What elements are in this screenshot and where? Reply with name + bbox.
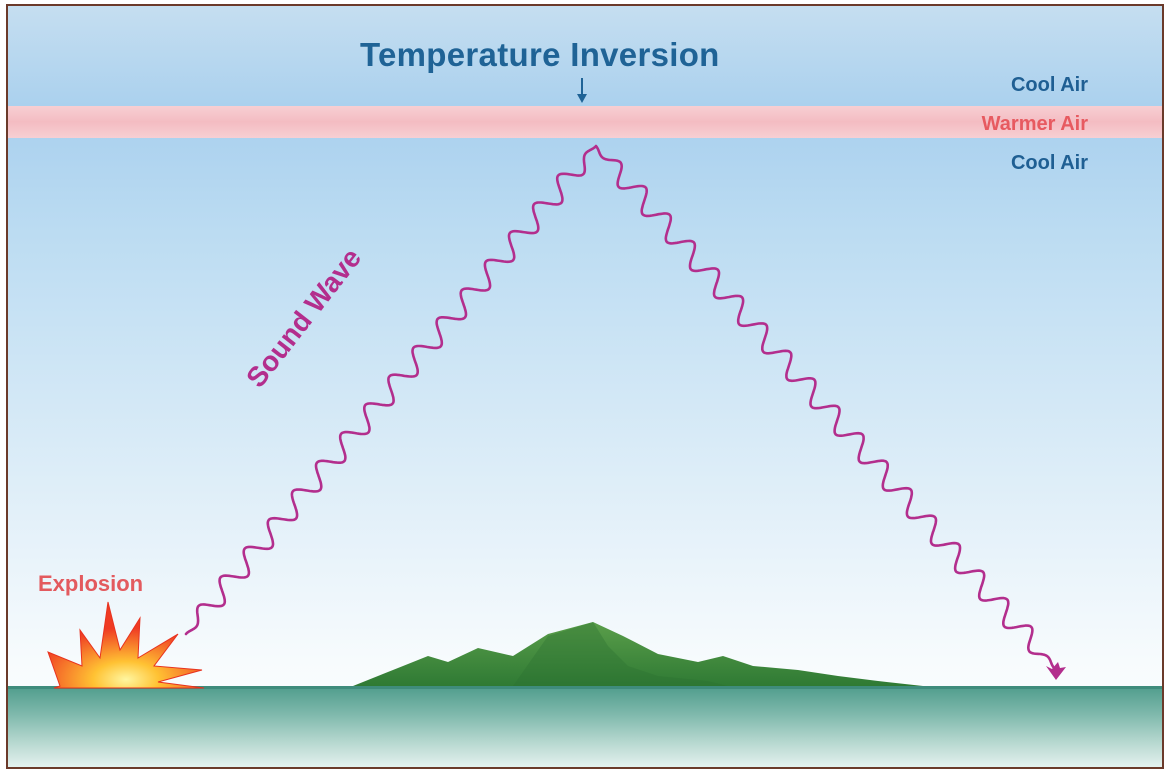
explosion-icon: [47, 601, 205, 689]
diagram-scene: [8, 78, 1162, 767]
ground-edge: [8, 686, 1162, 689]
cool-air-top-label: Cool Air: [1010, 74, 1088, 96]
inversion-arrow-icon: [577, 78, 587, 103]
warmer-air-label: Warmer Air: [981, 113, 1088, 135]
diagram-frame: Temperature Inversion Cool Air Warmer Ai…: [6, 4, 1164, 769]
diagram-title: Temperature Inversion: [360, 36, 720, 73]
ground: [8, 686, 1162, 767]
hills: [353, 622, 923, 686]
sound-wave-path: [184, 144, 1056, 670]
warmer-air-band: [8, 106, 1162, 138]
cool-air-bottom-label: Cool Air: [1010, 152, 1088, 174]
hill-shade: [513, 622, 728, 686]
explosion-label: Explosion: [38, 571, 144, 596]
wave-arrowhead-icon: [1046, 662, 1066, 680]
